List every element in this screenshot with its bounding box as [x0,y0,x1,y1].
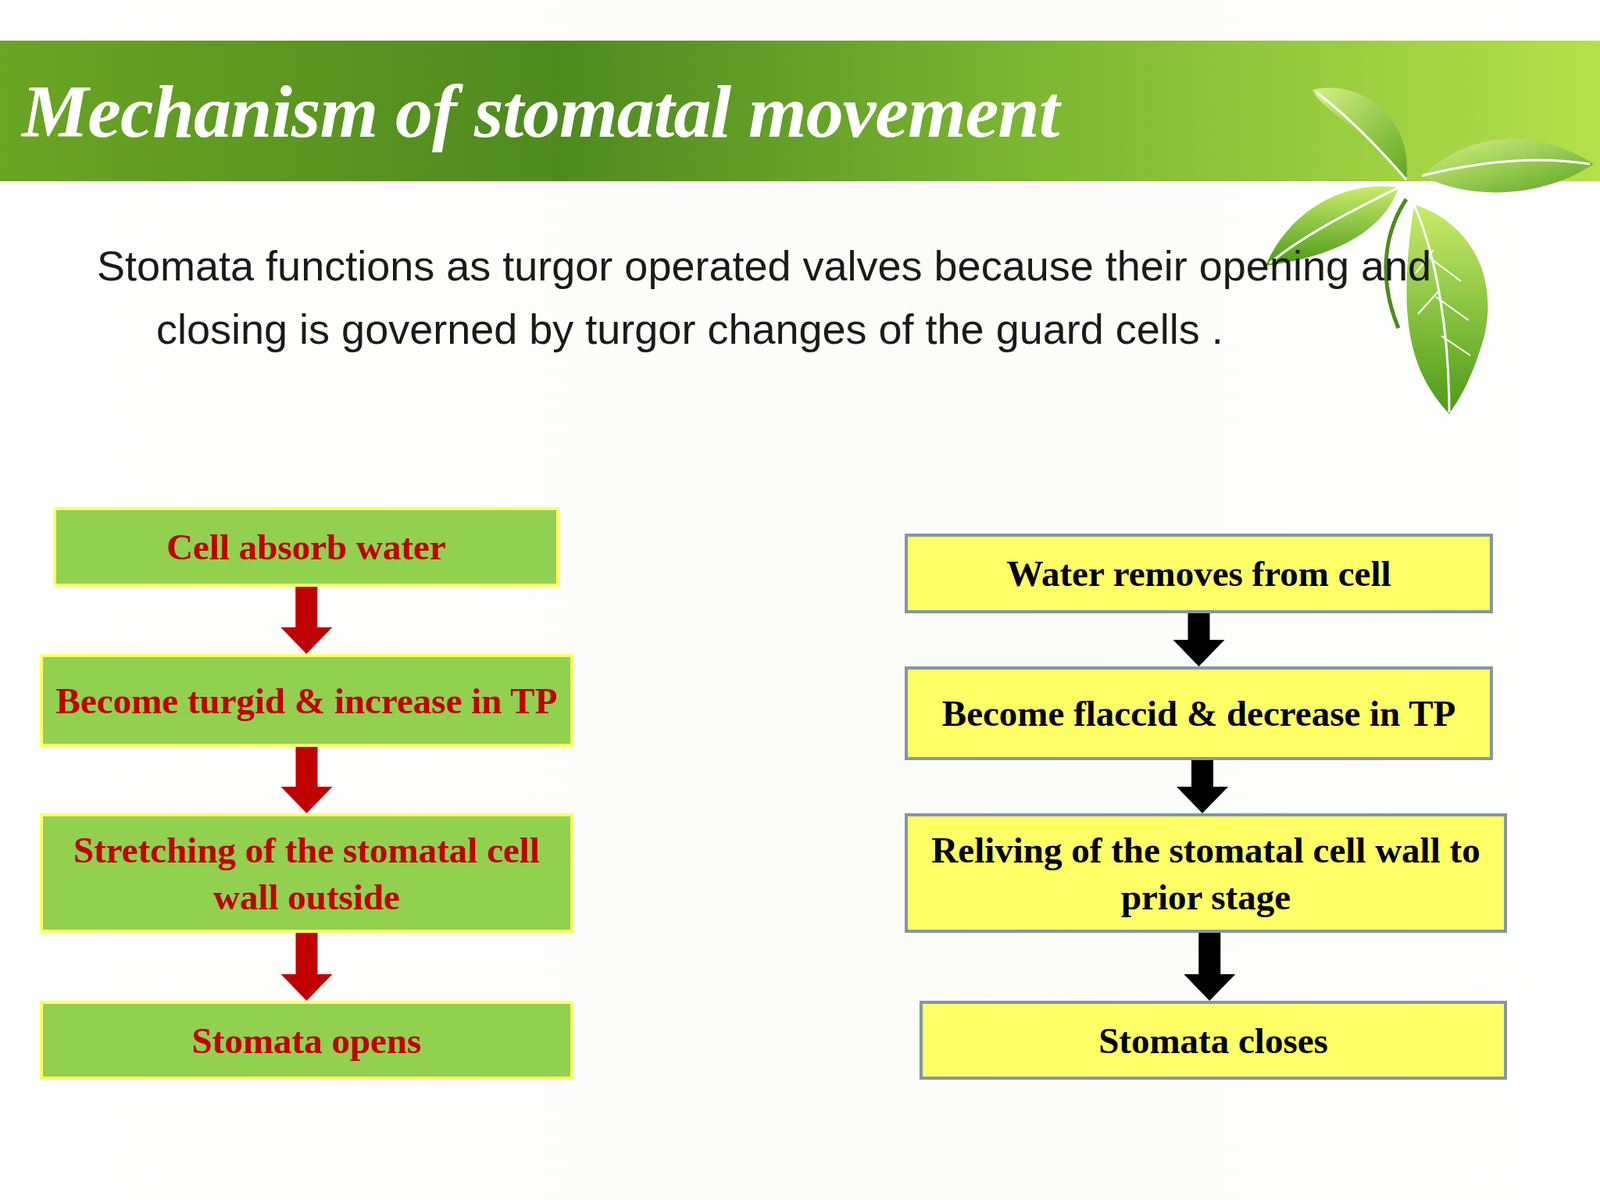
process-box: Water removes from cell [904,533,1493,614]
box-text: Become flaccid & decrease in TP [942,689,1456,737]
box-text-wrap: Become flaccid & decrease in TP [942,689,1456,737]
intro-text: Stomata functions as turgor operated val… [96,234,1469,361]
box-text: Cell absorb water [166,523,447,571]
process-box: Become flaccid & decrease in TP [904,666,1493,761]
box-text: Reliving of the stomatal cell wall to pr… [917,826,1495,921]
intro-text-span: Stomata functions as turgor operated val… [96,242,1432,353]
process-box: Become turgid & increase in TP [39,653,574,747]
title-text: Mechanism of stomatal movement [21,67,1059,155]
box-text-wrap: Become turgid & increase in TP [56,677,558,725]
process-box: Stretching of the stomatal cell wall out… [39,813,574,933]
process-box: Stomata closes [919,1000,1508,1080]
slide-title: Mechanism of stomatal movement [21,40,1059,182]
flow-arrow [1173,613,1225,667]
flow-arrow [281,746,333,814]
box-text: Become turgid & increase in TP [56,677,558,725]
flow-arrow [281,932,333,1001]
flow-arrow [280,586,333,654]
box-text: Stomata closes [1098,1017,1329,1065]
box-text-wrap: Stomata closes [1098,1017,1329,1065]
box-text-wrap: Water removes from cell [1006,550,1391,597]
process-box: Reliving of the stomatal cell wall to pr… [904,813,1508,933]
box-text: Stomata opens [192,1017,422,1065]
box-text-wrap: Reliving of the stomatal cell wall to pr… [917,826,1495,921]
box-text: Water removes from cell [1006,550,1391,597]
process-box: Cell absorb water [53,507,560,587]
box-text-wrap: Stomata opens [192,1017,422,1065]
flow-arrow [1183,932,1236,1001]
process-box: Stomata opens [39,1000,574,1080]
flow-arrow [1176,760,1229,814]
box-text: Stretching of the stomatal cell wall out… [52,826,561,921]
box-text-wrap: Stretching of the stomatal cell wall out… [52,826,561,921]
box-text-wrap: Cell absorb water [166,523,447,571]
